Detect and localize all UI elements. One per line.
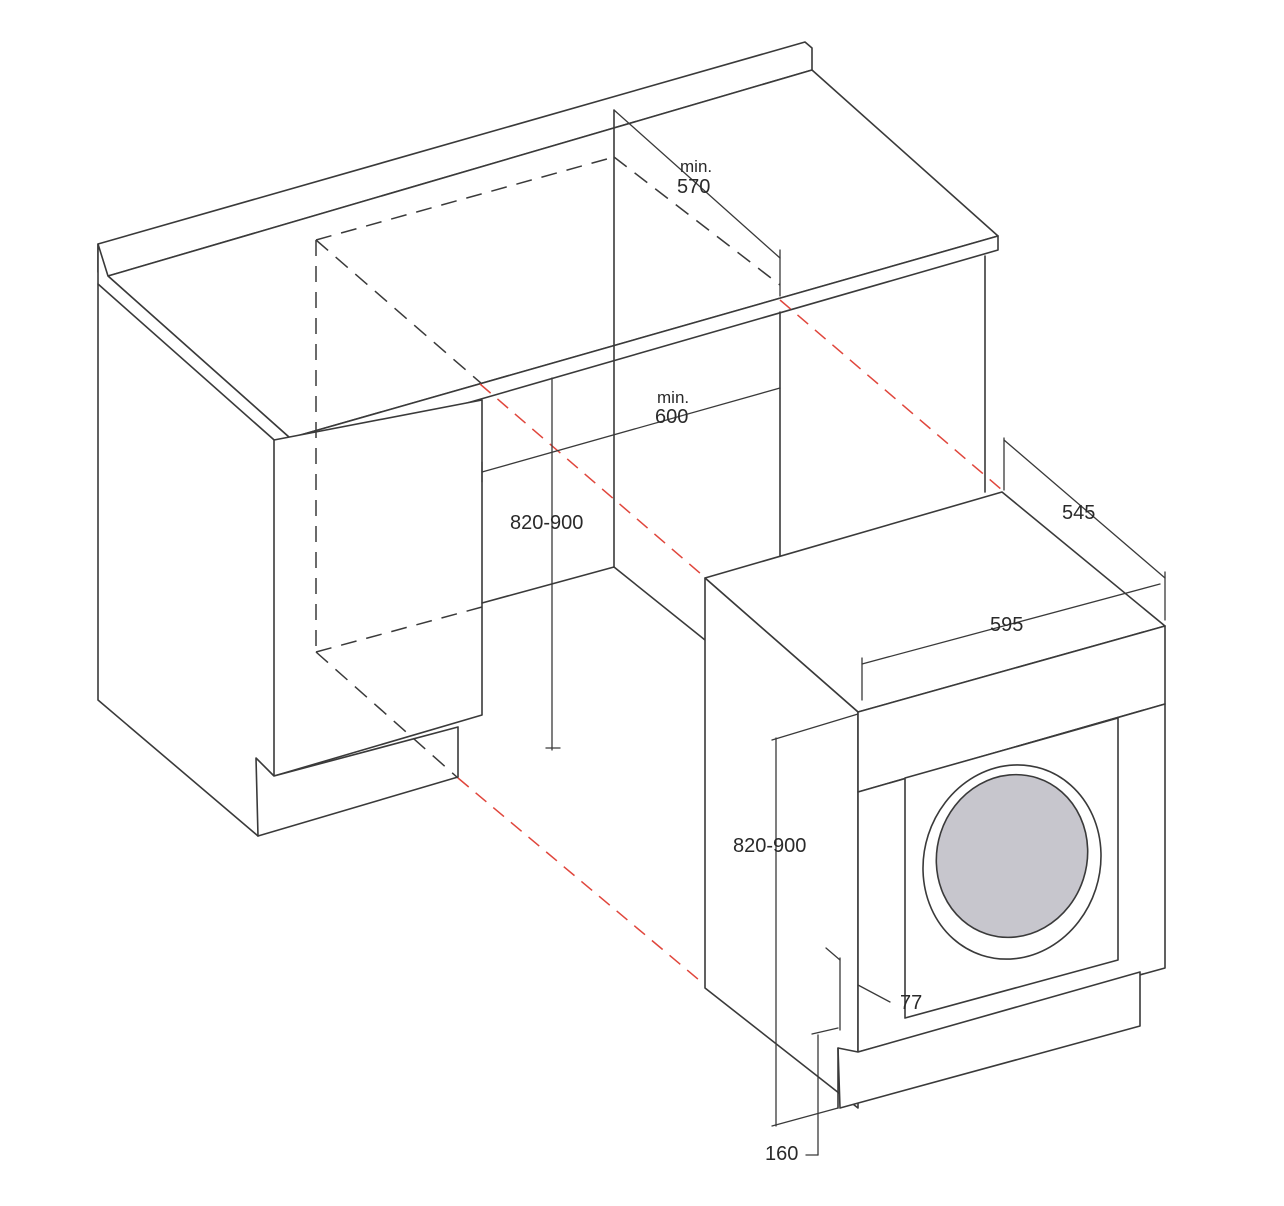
washing-machine [704,491,1166,1109]
machine-side [704,577,859,1109]
machine-plinth [837,971,1141,1109]
guide-top-back [779,299,1003,491]
plinth-height-label: 160 [765,1143,798,1165]
left-door-panel [273,399,483,777]
machine-depth-label: 545 [1062,502,1095,524]
machine-height-label: 820-900 [733,835,806,857]
niche-phantom-outline [315,156,781,779]
cabinet-left-side [97,283,259,837]
porthole-glass [935,773,1089,939]
alignment-guides [457,299,1003,986]
guide-bottom [457,777,706,986]
niche-floor-diagonal [613,566,706,641]
kick-recess-label: 77 [900,992,922,1014]
left-plinth [255,726,459,837]
width-min-value: 600 [655,406,688,428]
dimension-lines [481,109,1166,1156]
guide-top-front [479,383,709,581]
dimension-labels: min. 570 min. 600 820-900 545 595 820-90… [510,157,1095,1165]
width-min-prefix: min. [657,388,689,407]
machine-width-label: 595 [990,614,1023,636]
depth-min-value: 570 [677,176,710,198]
niche-back-floor [481,566,615,604]
niche-height-label: 820-900 [510,512,583,534]
kitchen-cabinet [97,41,999,837]
depth-min-prefix: min. [680,157,712,176]
